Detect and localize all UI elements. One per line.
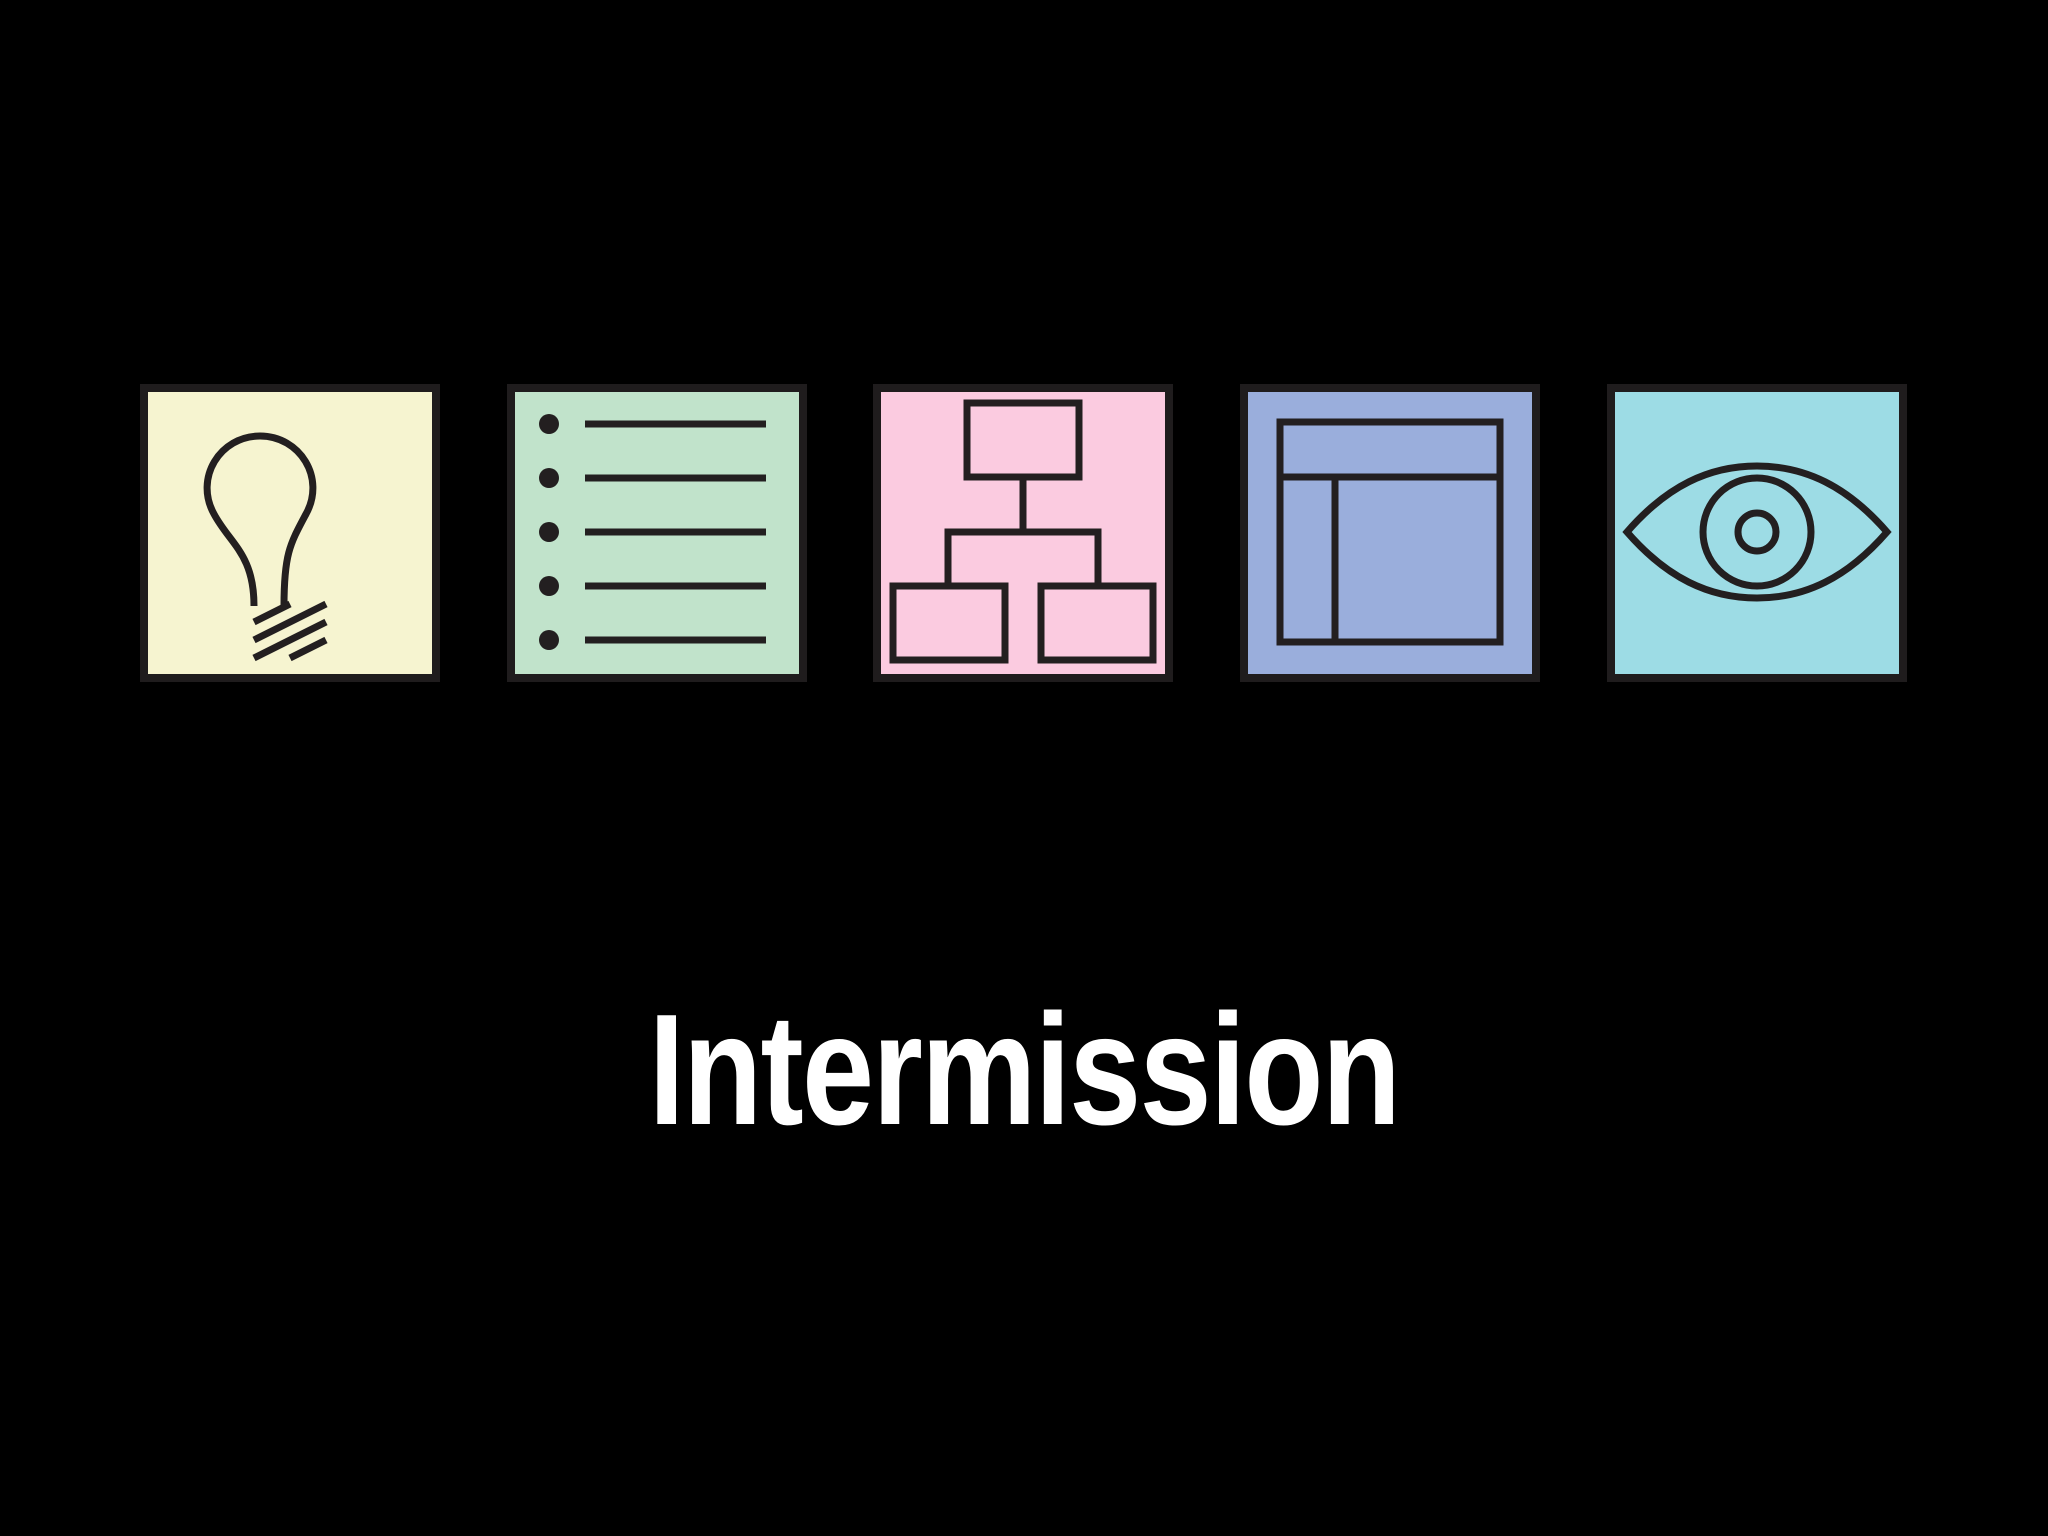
- bulleted-list-icon: [539, 414, 766, 650]
- lightbulb-icon: [203, 432, 328, 662]
- eye-icon: [1622, 462, 1892, 602]
- tile-bulleted-list: [507, 384, 807, 682]
- tile-eye: [1607, 384, 1907, 682]
- tile-lightbulb: [140, 384, 440, 682]
- hierarchy-chart-icon: [889, 399, 1157, 664]
- tile-page-layout: [1240, 384, 1540, 682]
- page-layout-icon: [1276, 418, 1504, 646]
- slide-title: Intermission: [648, 982, 1401, 1158]
- tile-hierarchy-chart: [873, 384, 1173, 682]
